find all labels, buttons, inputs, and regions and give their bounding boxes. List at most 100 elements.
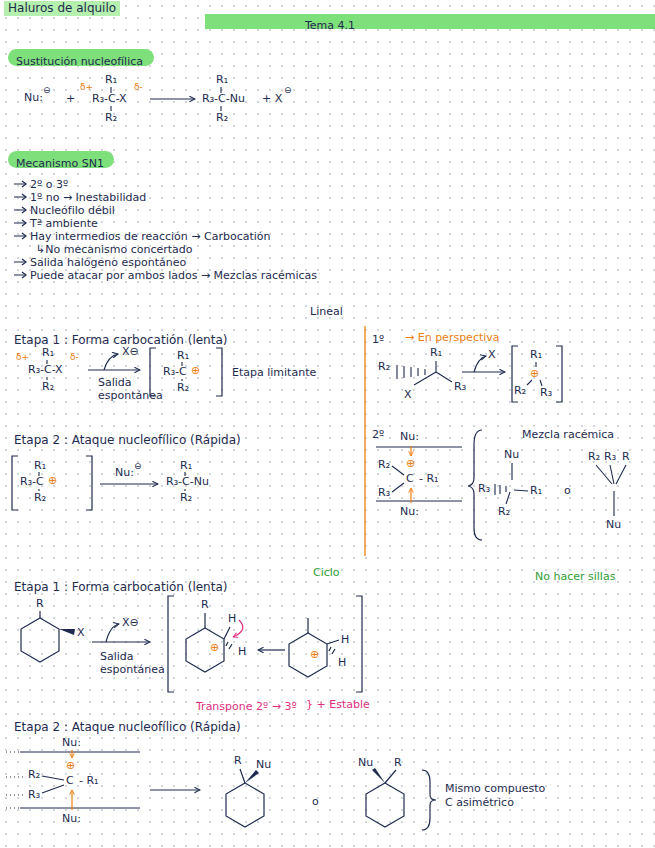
cyclohexane-rings — [226, 783, 264, 827]
note-text: δ- — [134, 82, 143, 93]
reaction-arrows — [106, 624, 119, 642]
note-text: R₁ — [34, 459, 46, 472]
bonds — [495, 484, 506, 495]
note-text: Etapa limitante — [232, 366, 316, 379]
bonds — [506, 463, 528, 504]
note-text: - R₁ — [419, 472, 439, 485]
note-text: Etapa 2 : Ataque nucleofílico (Rápida) — [14, 433, 241, 447]
cyclohexane-rings — [186, 628, 224, 672]
note-text: R₂ — [180, 491, 192, 504]
brackets — [512, 346, 562, 402]
note-text: Nu — [358, 756, 373, 769]
note-text: ⊕ — [48, 474, 57, 487]
attack-arrows — [72, 446, 411, 810]
note-text: R₃ — [378, 486, 390, 499]
note-text: Transpone 2º → 3º — [196, 700, 297, 713]
note-text: R₂ — [378, 360, 390, 373]
note-text: Nu — [606, 518, 621, 531]
section-heading: Sustitución nucleofílica — [16, 55, 143, 68]
note-text: R₃-C-X — [28, 363, 63, 376]
note-text: H — [341, 633, 349, 646]
note-text: Nu: — [115, 466, 134, 479]
cyclohexane-rings — [21, 611, 404, 827]
note-text: R₃ — [454, 380, 466, 393]
reaction-arrows — [100, 483, 158, 484]
section-heading: Tema 4.1 — [305, 19, 355, 32]
cyclohexane-rings — [289, 633, 327, 677]
cyclohexane-rings — [21, 618, 59, 662]
bonds — [414, 361, 452, 385]
note-text: Nu: — [24, 91, 43, 104]
note-text: ⊕ — [66, 759, 75, 772]
note-text: Hay intermedios de reacción → Carbocatió… — [30, 230, 271, 243]
plane-lines — [376, 447, 462, 501]
note-text: ⊖ — [134, 461, 142, 472]
note-text: X — [77, 626, 85, 639]
note-text: R₂ — [42, 380, 54, 393]
note-text: R₃ — [604, 450, 616, 463]
reaction-arrows — [88, 369, 140, 370]
note-text: C — [406, 472, 414, 485]
reaction-arrows — [258, 649, 285, 650]
note-text: R — [234, 754, 242, 767]
note-text: ⊖ — [284, 85, 292, 96]
note-text: Nu: — [400, 430, 419, 443]
note-text: Nu: — [62, 812, 81, 825]
note-text: o — [312, 795, 319, 808]
section-highlight: Mecanismo SN1 — [8, 151, 114, 168]
note-text: 1º — [372, 333, 384, 346]
note-text: Mezcla racémica — [522, 428, 614, 441]
note-text: → En perspectiva — [405, 331, 500, 344]
note-text: R — [36, 597, 44, 610]
bonds — [39, 472, 185, 491]
note-text: H — [228, 612, 236, 625]
plane-lines — [6, 447, 462, 808]
note-text: R₃ — [28, 788, 40, 801]
note-text: Ciclo — [313, 566, 340, 579]
note-text: R₁ — [42, 346, 54, 359]
bonds — [527, 362, 542, 386]
note-text: R — [201, 598, 209, 611]
reaction-arrows — [474, 356, 486, 372]
brackets — [12, 456, 92, 510]
note-text: Nu — [504, 448, 519, 461]
brackets — [150, 348, 222, 396]
note-text: Salida espontánea — [100, 650, 172, 676]
note-text: Nu: — [400, 505, 419, 518]
note-text: ⊕ — [210, 641, 219, 654]
note-text: R₃-C — [163, 365, 187, 378]
note-text: Etapa 2 : Ataque nucleofílico (Rápida) — [14, 720, 241, 734]
note-text: R₂ — [105, 111, 117, 124]
note-text: R₂ — [378, 458, 390, 471]
bonds — [392, 466, 404, 492]
note-text: δ- — [70, 352, 79, 363]
note-text: R₁ — [177, 349, 189, 362]
brackets — [168, 596, 362, 692]
note-text: R — [394, 756, 402, 769]
note-text: } + Estable — [306, 698, 370, 711]
attack-arrows — [71, 790, 72, 810]
cyclohexane-rings — [39, 611, 40, 618]
reaction-arrows — [22, 181, 26, 278]
note-text: ⊕ — [310, 648, 319, 661]
section-highlight: Sustitución nucleofílica — [8, 49, 154, 66]
note-text: R₂ — [177, 381, 189, 394]
note-text: Nu — [256, 758, 271, 771]
bonds — [596, 465, 626, 516]
note-text: R₃-C — [20, 475, 44, 488]
note-text: R₂ — [514, 384, 526, 397]
note-text: Salida espontánea — [98, 376, 170, 402]
note-text: C — [66, 774, 74, 787]
plane-lines — [6, 752, 25, 808]
cyclohexane-rings — [366, 783, 404, 827]
note-text: X⊖ — [122, 616, 139, 629]
note-text: R₂ — [34, 491, 46, 504]
note-text: X — [404, 388, 412, 401]
attack-arrows — [410, 488, 411, 503]
note-text: R₃-C-Nu — [166, 475, 209, 488]
bonds — [397, 365, 425, 379]
divider-line — [365, 326, 366, 556]
note-text: ⊕ — [406, 457, 415, 470]
note-text: R₃-C-X — [92, 92, 127, 105]
note-text: Etapa 1 : Forma carbocatión (lenta) — [14, 333, 227, 347]
